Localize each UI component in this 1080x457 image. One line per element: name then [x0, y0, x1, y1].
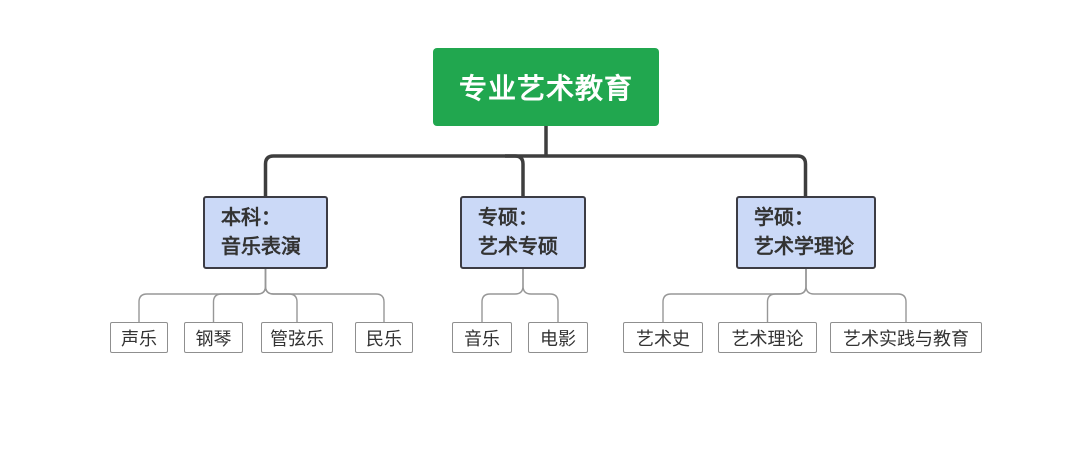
- node-branch-undergraduate[interactable]: 本科： 音乐表演: [203, 196, 328, 269]
- connector-branch1-leaf3: [264, 269, 298, 322]
- node-leaf-piano[interactable]: 钢琴: [184, 322, 243, 353]
- node-leaf-film[interactable]: 电影: [528, 322, 588, 353]
- connector-branch1-leaf4: [264, 269, 385, 322]
- node-leaf-art-practice-education[interactable]: 艺术实践与教育: [830, 322, 982, 353]
- connector-branch1-leaf1: [138, 269, 267, 322]
- node-leaf-orchestral[interactable]: 管弦乐: [261, 322, 333, 353]
- node-leaf-art-theory[interactable]: 艺术理论: [718, 322, 817, 353]
- node-leaf-folk-music[interactable]: 民乐: [355, 322, 413, 353]
- node-branch-professional-master[interactable]: 专硕： 艺术专硕: [460, 196, 586, 269]
- connector-root-branch2: [505, 154, 525, 196]
- node-leaf-music[interactable]: 音乐: [452, 322, 512, 353]
- node-branch-academic-master[interactable]: 学硕： 艺术学理论: [736, 196, 876, 269]
- node-root[interactable]: 专业艺术教育: [433, 48, 659, 126]
- node-leaf-art-history[interactable]: 艺术史: [623, 322, 703, 353]
- connector-branch3-leaf3: [805, 269, 907, 322]
- node-leaf-vocal[interactable]: 声乐: [110, 322, 168, 353]
- connector-branch2-leaf2: [522, 269, 559, 322]
- connector-root-bus: [263, 154, 808, 196]
- connector-branch3-leaf1: [662, 269, 807, 322]
- connector-branch2-leaf1: [481, 269, 524, 322]
- connector-branch3-leaf2: [766, 269, 807, 322]
- connector-branch1-leaf2: [212, 269, 267, 322]
